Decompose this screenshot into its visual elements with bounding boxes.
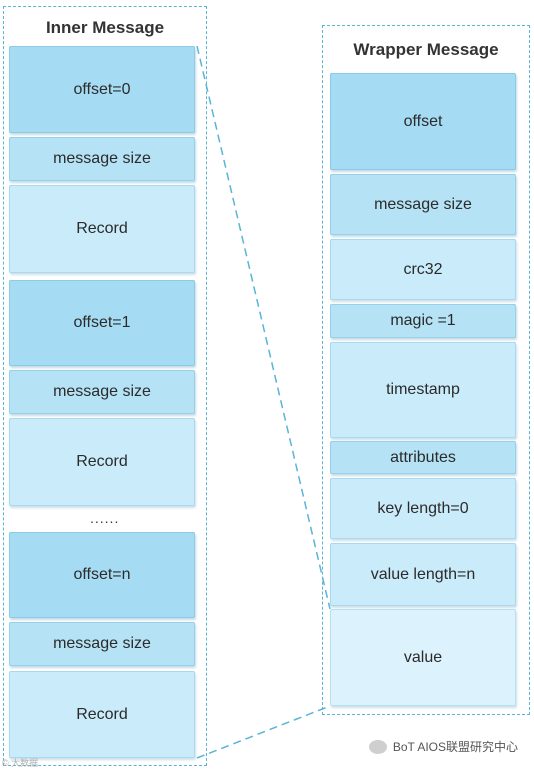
inner-message-title: Inner Message xyxy=(45,18,165,37)
wrapper-offset-cell: offset xyxy=(330,73,516,170)
wrapper-key-length-cell: key length=0 xyxy=(330,478,516,539)
inner-size-cell: message size xyxy=(9,622,195,666)
inner-offset-cell: offset=1 xyxy=(9,280,195,366)
connector-top-line xyxy=(196,45,331,610)
wrapper-message-size-cell: message size xyxy=(330,174,516,235)
wrapper-timestamp-cell: timestamp xyxy=(330,342,516,438)
watermark-right-text: BoT AIOS联盟研究中心 xyxy=(392,740,518,754)
wrapper-message-title: Wrapper Message xyxy=(353,40,499,59)
inner-record-cell: Record xyxy=(9,185,195,273)
wrapper-magic-cell: magic =1 xyxy=(330,304,516,338)
ellipsis: ...... xyxy=(90,510,120,526)
inner-offset-cell: offset=n xyxy=(9,532,195,618)
wrapper-value-length-cell: value length=n xyxy=(330,543,516,606)
inner-record-cell: Record xyxy=(9,418,195,506)
inner-offset-cell: offset=0 xyxy=(9,46,195,133)
watermark-left: © 大数据 xyxy=(2,758,39,768)
wrapper-attributes-cell: attributes xyxy=(330,441,516,474)
wrapper-value-cell: value xyxy=(330,609,516,706)
inner-size-cell: message size xyxy=(9,137,195,181)
wechat-icon xyxy=(368,739,387,754)
inner-size-cell: message size xyxy=(9,370,195,414)
wrapper-crc32-cell: crc32 xyxy=(330,239,516,300)
inner-record-cell: Record xyxy=(9,671,195,758)
watermark-right: BoT AIOS联盟研究中心 xyxy=(368,738,518,755)
connector-bottom-line xyxy=(196,705,331,759)
